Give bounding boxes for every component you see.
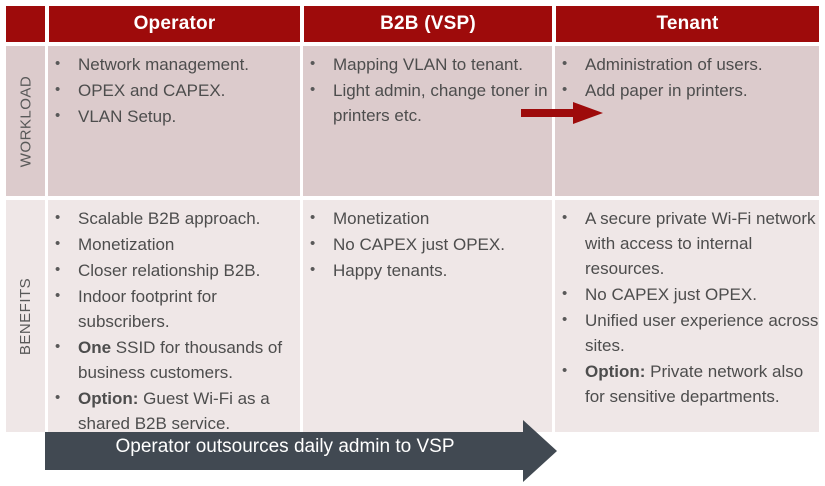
list-item: Monetization [303,205,552,231]
row-label-benefits-text: BENEFITS [17,277,35,355]
list-item: Scalable B2B approach. [48,205,300,231]
divider-b2b-tenant-benefits [552,200,555,432]
cell-benefits-tenant: A secure private Wi-Fi network with acce… [555,205,819,410]
cell-benefits-b2b: MonetizationNo CAPEX just OPEX.Happy ten… [303,205,552,284]
bullet-list: A secure private Wi-Fi network with acce… [555,205,819,409]
list-item: Option: Guest Wi-Fi as a shared B2B serv… [48,385,300,436]
row-label-workload-text: WORKLOAD [17,75,35,167]
bullet-list: MonetizationNo CAPEX just OPEX.Happy ten… [303,205,552,283]
list-item: Light admin, change toner in printers et… [303,77,552,128]
list-item: VLAN Setup. [48,103,300,129]
list-item: Happy tenants. [303,257,552,283]
list-item-emphasis: Option: [78,389,139,408]
divider-operator-b2b-workload [300,46,303,196]
bullet-list: Administration of users.Add paper in pri… [555,51,819,103]
bullet-list: Mapping VLAN to tenant.Light admin, chan… [303,51,552,128]
list-item: Administration of users. [555,51,819,77]
list-item: Indoor footprint for subscribers. [48,283,300,334]
divider-b2b-tenant-workload [552,46,555,196]
list-item: Add paper in printers. [555,77,819,103]
divider-operator-b2b-benefits [300,200,303,432]
divider-label-operator-benefits [45,200,48,432]
header-b2b-vsp: B2B (VSP) [304,6,552,42]
list-item: OPEX and CAPEX. [48,77,300,103]
header-operator: Operator [49,6,300,42]
list-item: Option: Private network also for sensiti… [555,358,819,409]
list-item: Unified user experience across sites. [555,307,819,358]
list-item: One SSID for thousands of business custo… [48,334,300,385]
cell-workload-operator: Network management.OPEX and CAPEX.VLAN S… [48,51,300,130]
cell-benefits-operator: Scalable B2B approach.MonetizationCloser… [48,205,300,437]
list-item: Network management. [48,51,300,77]
list-item: Monetization [48,231,300,257]
bullet-list: Scalable B2B approach.MonetizationCloser… [48,205,300,436]
header-tenant: Tenant [556,6,819,42]
list-item: Mapping VLAN to tenant. [303,51,552,77]
cell-workload-b2b: Mapping VLAN to tenant.Light admin, chan… [303,51,552,129]
workload-handoff-arrow-icon [521,102,603,124]
outsourcing-banner-arrow [45,420,557,482]
row-label-workload: WORKLOAD [6,46,45,196]
cell-workload-tenant: Administration of users.Add paper in pri… [555,51,819,104]
list-item: Closer relationship B2B. [48,257,300,283]
list-item: A secure private Wi-Fi network with acce… [555,205,819,281]
list-item: No CAPEX just OPEX. [303,231,552,257]
divider-label-operator-workload [45,46,48,196]
row-label-benefits: BENEFITS [6,200,45,432]
header-corner-cell [6,6,45,42]
list-item-emphasis: Option: [585,362,646,381]
bullet-list: Network management.OPEX and CAPEX.VLAN S… [48,51,300,129]
list-item: No CAPEX just OPEX. [555,281,819,307]
list-item-emphasis: One [78,338,112,357]
